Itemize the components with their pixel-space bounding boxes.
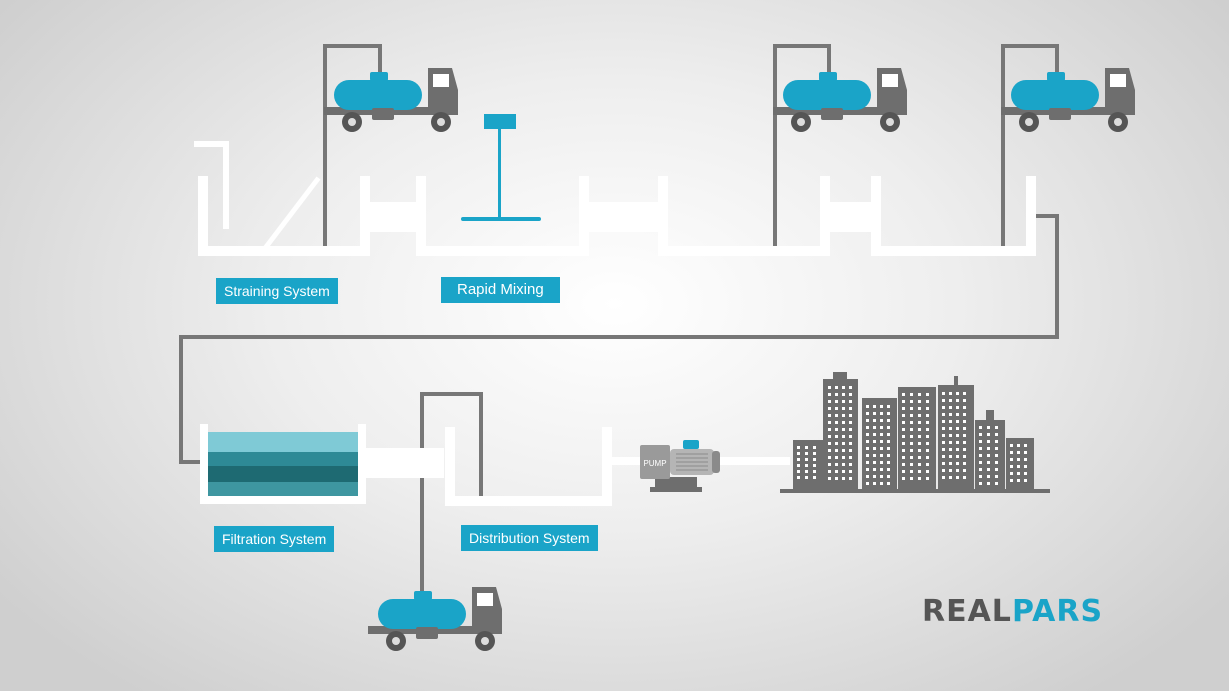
label-distribution-system: Distribution System bbox=[461, 525, 598, 551]
basin-flocculation bbox=[658, 176, 830, 256]
pipe-sedimentation-a bbox=[773, 44, 831, 247]
filtration-tank bbox=[200, 424, 366, 504]
tanker-truck-icon bbox=[324, 68, 458, 132]
straining-inlet-pipe bbox=[194, 141, 229, 229]
pipe-filtration-outlet bbox=[420, 392, 483, 598]
logo-part-real: REAL bbox=[922, 594, 1012, 629]
label-straining-system: Straining System bbox=[216, 278, 338, 304]
basin-connectors bbox=[370, 202, 871, 232]
basin-straining bbox=[198, 176, 370, 256]
pump-label: PUMP bbox=[643, 459, 666, 468]
building-windows bbox=[797, 386, 1027, 485]
tanker-truck-icon bbox=[368, 587, 502, 651]
tanker-truck-icon bbox=[773, 68, 907, 132]
realpars-logo: REALPARS bbox=[922, 594, 1103, 629]
basin-sedimentation bbox=[871, 176, 1036, 256]
tanker-truck-icon bbox=[1001, 68, 1135, 132]
basin-rapid-mixing bbox=[416, 176, 589, 256]
treatment-basins bbox=[194, 141, 1036, 256]
pipe-straining-inflow bbox=[323, 44, 382, 247]
pump-icon: PUMP bbox=[640, 440, 720, 492]
straining-screen bbox=[262, 176, 321, 251]
label-rapid-mixing: Rapid Mixing bbox=[441, 277, 560, 303]
pipe-sedimentation-b bbox=[1001, 44, 1059, 247]
pipe-return-loop bbox=[179, 214, 1059, 464]
city-skyline-icon bbox=[780, 372, 1050, 493]
distribution-basin bbox=[366, 427, 612, 506]
logo-part-pars: PARS bbox=[1011, 594, 1104, 629]
mixer-icon bbox=[461, 114, 541, 221]
label-filtration-system: Filtration System bbox=[214, 526, 335, 552]
pipe-network bbox=[179, 44, 1059, 598]
